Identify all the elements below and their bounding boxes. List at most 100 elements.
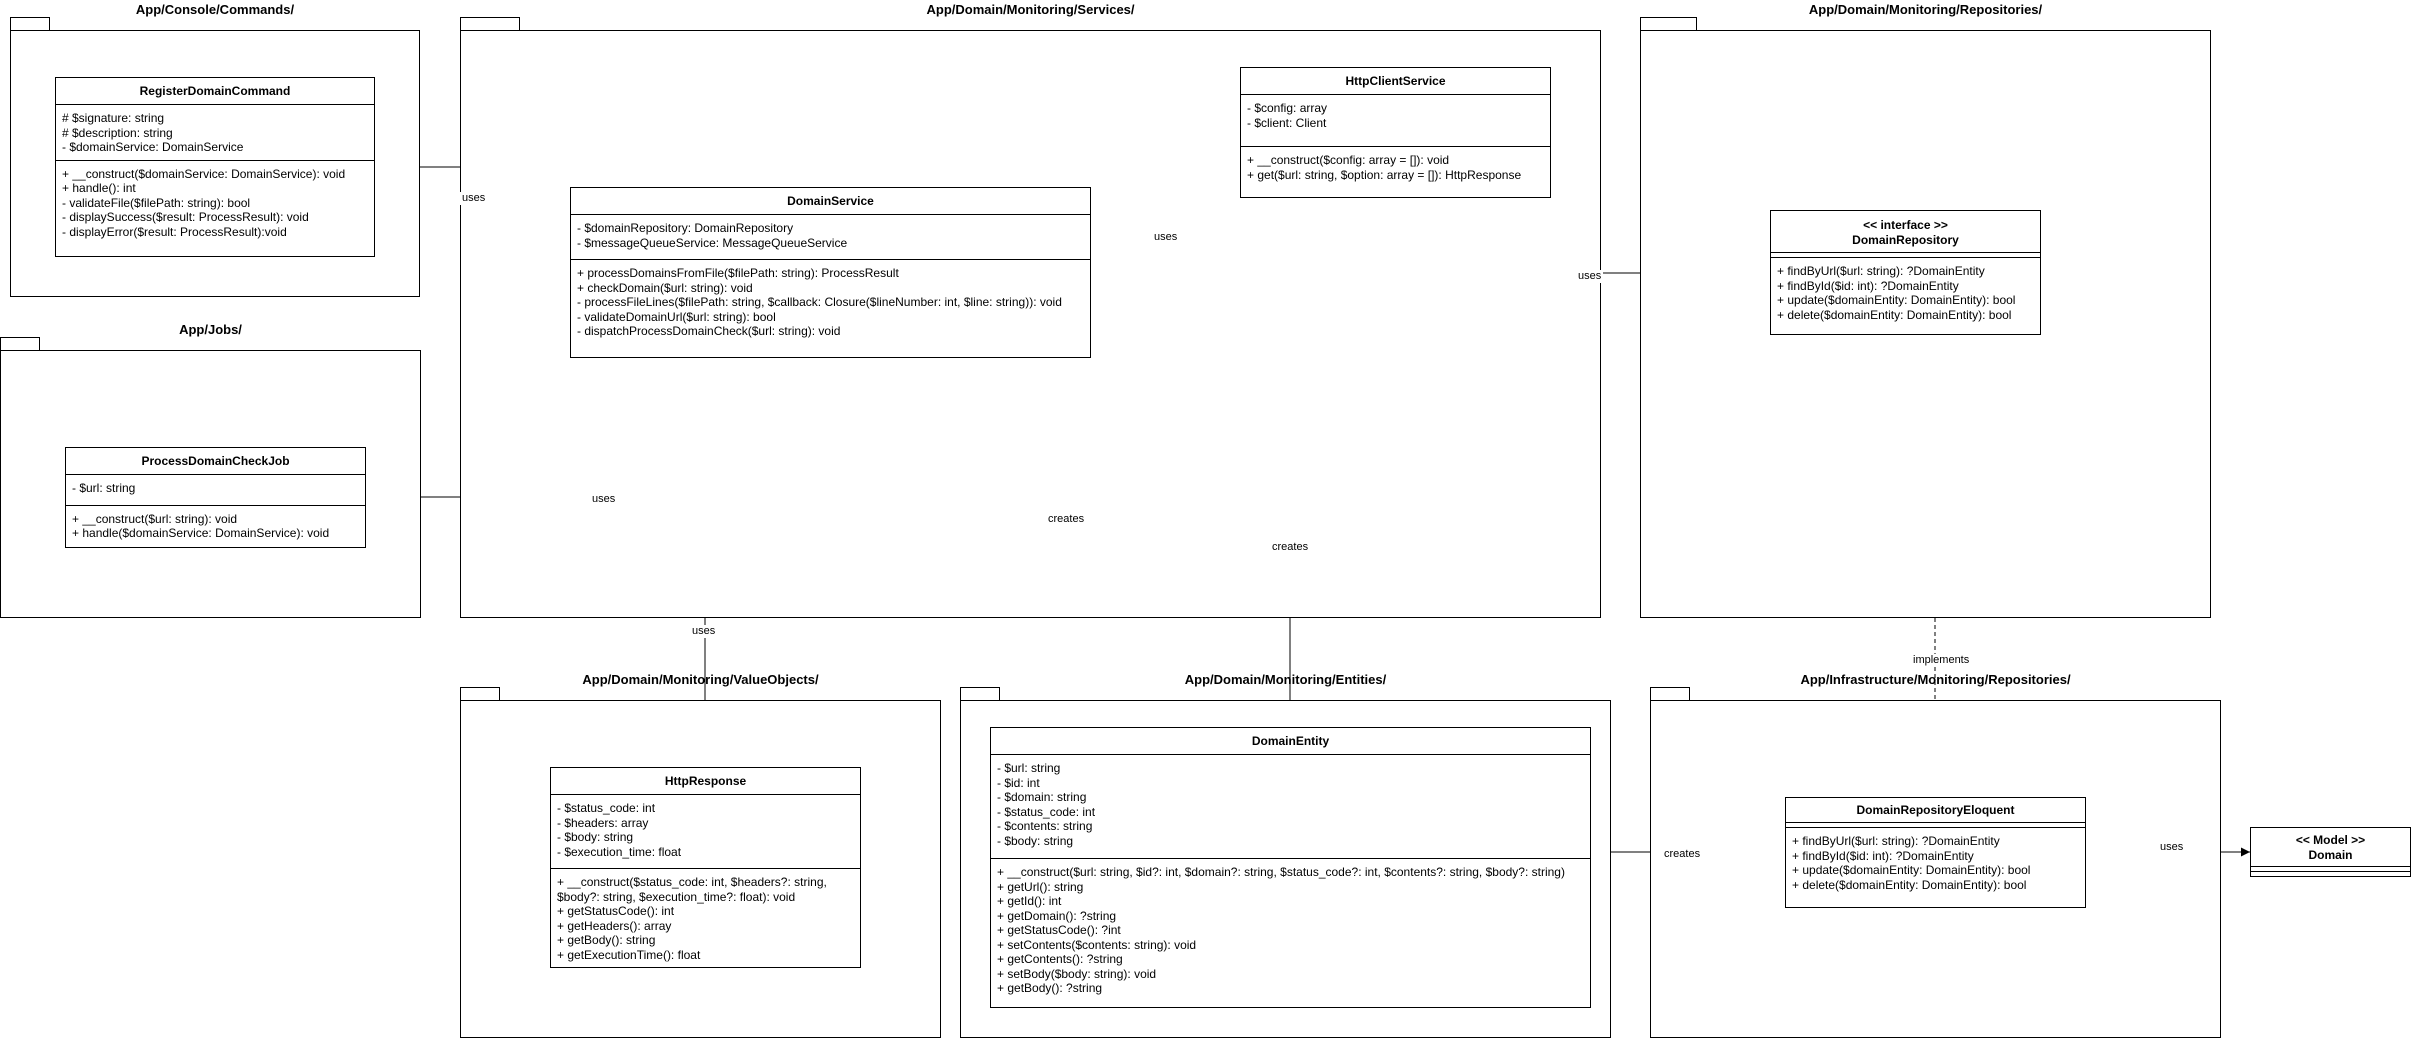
label-job-uses-service: uses: [590, 493, 618, 506]
package-tab-console: [10, 17, 50, 31]
method: + findByUrl($url: string): ?DomainEntity: [1792, 834, 2000, 848]
attributes: [1771, 253, 2040, 258]
attributes: - $status_code: int - $headers: array - …: [551, 795, 860, 869]
method: - displayError($result: ProcessResult):v…: [62, 224, 287, 239]
attribute: - $body: string: [997, 833, 1074, 848]
class-name: ProcessDomainCheckJob: [66, 448, 365, 475]
method: $body?: string, $execution_time?: float)…: [557, 889, 796, 904]
method: + getHeaders(): array: [557, 918, 672, 933]
method: + __construct($status_code: int, $header…: [557, 875, 827, 889]
label-service-uses-http-response: uses: [690, 625, 718, 638]
class-name: HttpResponse: [551, 768, 860, 795]
package-tab-infra-repositories: [1650, 687, 1690, 701]
attribute: - $messageQueueService: MessageQueueServ…: [577, 235, 848, 250]
method: + findByUrl($url: string): ?DomainEntity: [1777, 264, 1985, 278]
method: + handle(): int: [62, 181, 136, 195]
label-service-uses-http-client: uses: [1152, 231, 1180, 244]
package-tab-services: [460, 17, 520, 31]
class-http-client-service[interactable]: HttpClientService - $config: array - $cl…: [1240, 67, 1551, 198]
attribute: - $url: string: [72, 481, 136, 495]
attributes: [2251, 867, 2410, 872]
method: - displaySuccess($result: ProcessResult)…: [62, 210, 309, 224]
method: + getId(): int: [997, 894, 1062, 908]
attribute: - $config: array: [1247, 101, 1328, 115]
class-name: HttpClientService: [1241, 68, 1550, 95]
package-title-jobs: App/Jobs/: [179, 322, 242, 337]
class-name: << Model >> Domain: [2251, 828, 2410, 867]
attribute: - $id: int: [997, 775, 1040, 790]
class-name: DomainEntity: [991, 728, 1590, 755]
attribute: - $headers: array: [557, 815, 649, 830]
package-title-console: App/Console/Commands/: [135, 2, 295, 17]
package-title-services: App/Domain/Monitoring/Services/: [926, 2, 1135, 17]
method: - dispatchProcessDomainCheck($url: strin…: [577, 324, 841, 338]
methods: + findByUrl($url: string): ?DomainEntity…: [1786, 828, 2085, 897]
methods: + findByUrl($url: string): ?DomainEntity…: [1771, 258, 2040, 327]
package-title-repositories: App/Domain/Monitoring/Repositories/: [1808, 2, 2043, 17]
method: + processDomainsFromFile($filePath: stri…: [577, 266, 899, 280]
class-name: RegisterDomainCommand: [56, 78, 374, 105]
method: + getBody(): string: [557, 933, 656, 947]
method: + setContents($contents: string): void: [997, 937, 1197, 952]
class-http-response[interactable]: HttpResponse - $status_code: int - $head…: [550, 767, 861, 968]
method: + __construct($domainService: DomainServ…: [62, 166, 346, 181]
methods: [2251, 872, 2410, 876]
label-eloquent-creates-entity: creates: [1662, 848, 1703, 861]
attribute: - $url: string: [997, 761, 1061, 775]
attributes: # $signature: string # $description: str…: [56, 105, 374, 161]
attributes: - $config: array - $client: Client: [1241, 95, 1550, 147]
class-name: DomainRepositoryEloquent: [1786, 798, 2085, 823]
package-title-value-objects: App/Domain/Monitoring/ValueObjects/: [582, 672, 819, 687]
method: + getDomain(): ?string: [997, 908, 1117, 923]
method: + findById($id: int): ?DomainEntity: [1777, 278, 1959, 293]
methods: + processDomainsFromFile($filePath: stri…: [571, 260, 1090, 344]
label-http-client-creates-response: creates: [1046, 513, 1087, 526]
attribute: - $domain: string: [997, 790, 1087, 804]
method: + setBody($body: string): void: [997, 966, 1157, 981]
class-domain-repository-interface[interactable]: << interface >> DomainRepository + findB…: [1770, 210, 2041, 335]
method: + __construct($url: string): void: [72, 511, 238, 526]
attribute: - $contents: string: [997, 819, 1093, 833]
attribute: - $domainService: DomainService: [62, 140, 244, 154]
class-process-domain-check-job[interactable]: ProcessDomainCheckJob - $url: string + _…: [65, 447, 366, 548]
class-name-text: Domain: [2308, 848, 2353, 862]
class-name: << interface >> DomainRepository: [1771, 211, 2040, 253]
methods: + __construct($domainService: DomainServ…: [56, 161, 374, 245]
attribute: - $body: string: [557, 830, 634, 844]
label-service-uses-repository: uses: [1576, 270, 1604, 283]
method: + delete($domainEntity: DomainEntity): b…: [1777, 307, 2012, 322]
attribute: - $status_code: int: [557, 801, 656, 815]
attribute: # $description: string: [62, 125, 173, 140]
package-title-entities: App/Domain/Monitoring/Entities/: [1184, 672, 1387, 687]
method: + update($domainEntity: DomainEntity): b…: [1777, 293, 2016, 307]
attributes: - $url: string: [66, 475, 365, 506]
package-title-infra-repositories: App/Infrastructure/Monitoring/Repositori…: [1800, 672, 2071, 687]
class-domain-model[interactable]: << Model >> Domain: [2250, 827, 2411, 877]
method: + getStatusCode(): ?int: [997, 923, 1121, 937]
attributes: - $domainRepository: DomainRepository - …: [571, 215, 1090, 260]
methods: + __construct($config: array = []): void…: [1241, 147, 1550, 187]
attributes: [1786, 823, 2085, 828]
attribute: - $execution_time: float: [557, 844, 682, 859]
package-tab-repositories: [1640, 17, 1697, 31]
package-tab-entities: [960, 687, 1000, 701]
method: - validateDomainUrl($url: string): bool: [577, 309, 776, 324]
class-domain-entity[interactable]: DomainEntity - $url: string - $id: int -…: [990, 727, 1591, 1008]
method: + handle($domainService: DomainService):…: [72, 526, 330, 540]
class-register-domain-command[interactable]: RegisterDomainCommand # $signature: stri…: [55, 77, 375, 257]
method: + __construct($config: array = []): void: [1247, 153, 1450, 167]
package-tab-value-objects: [460, 687, 500, 701]
method: - processFileLines($filePath: string, $c…: [577, 295, 1062, 309]
class-domain-service[interactable]: DomainService - $domainRepository: Domai…: [570, 187, 1091, 358]
label-eloquent-implements-repository: implements: [1911, 654, 1972, 667]
stereotype: << Model >>: [2295, 833, 2366, 847]
method: + findById($id: int): ?DomainEntity: [1792, 848, 1974, 863]
class-name: DomainService: [571, 188, 1090, 215]
method: - validateFile($filePath: string): bool: [62, 195, 251, 210]
methods: + __construct($status_code: int, $header…: [551, 869, 860, 967]
class-domain-repository-eloquent[interactable]: DomainRepositoryEloquent + findByUrl($ur…: [1785, 797, 2086, 908]
method: + get($url: string, $option: array = [])…: [1247, 167, 1522, 182]
methods: + __construct($url: string): void + hand…: [66, 506, 365, 546]
method: + update($domainEntity: DomainEntity): b…: [1792, 863, 2031, 877]
attribute: - $client: Client: [1247, 115, 1327, 130]
